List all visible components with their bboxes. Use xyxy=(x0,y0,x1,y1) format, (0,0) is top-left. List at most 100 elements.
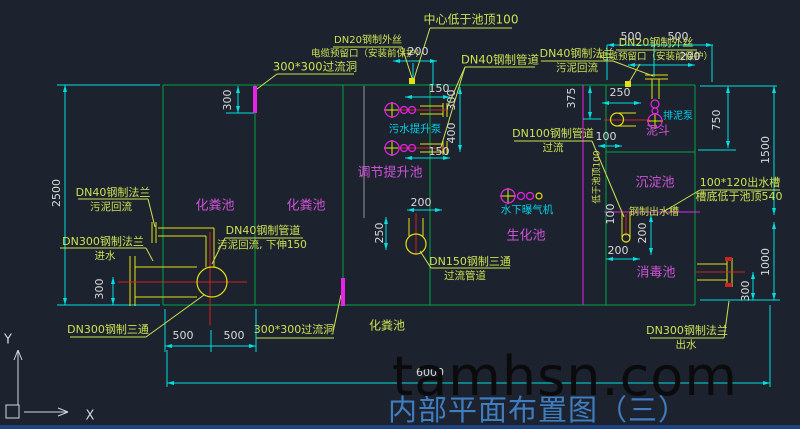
leader-outlet-trough xyxy=(662,189,701,213)
note-slot-bottom: 300*300过流洞 xyxy=(254,322,335,336)
dim-500-bottom-a: 500 xyxy=(173,329,194,342)
dim-300-pump: 300 xyxy=(445,90,458,111)
note-below-top-vertical: 低于池顶100 xyxy=(591,150,603,203)
sludge-valve-a xyxy=(650,99,660,109)
window-status-strip xyxy=(0,425,800,429)
dim-arrowhead xyxy=(63,85,67,92)
dim-400-pump: 400 xyxy=(445,123,458,144)
leader-dn300-inlet xyxy=(145,247,154,262)
dim-1000: 1000 xyxy=(759,248,772,276)
label-biochemical: 生化池 xyxy=(506,229,545,244)
sewage-pump-1-valve-b xyxy=(407,105,417,115)
note-dn150-2: 过流管道 xyxy=(444,269,486,282)
dim-750: 750 xyxy=(710,110,723,131)
dim-arrowhead xyxy=(706,43,713,47)
dim-arrowhead xyxy=(111,277,115,284)
watermark: tamhsn.com xyxy=(392,345,738,408)
dim-arrowhead xyxy=(772,293,776,300)
note-cable-left: 电缆预留口（安装前保护） xyxy=(311,48,425,60)
note-dn100-2: 过流 xyxy=(543,141,564,154)
note-dn40-flange-left-2: 污泥回流 xyxy=(90,200,132,213)
note-dn20-left: DN20钢制外丝 xyxy=(334,33,402,46)
sewage-pump-2 xyxy=(384,140,400,156)
ucs-x-arrow-b xyxy=(57,411,69,417)
outlet-flange-tip-top xyxy=(725,257,732,261)
leader-dn20-left xyxy=(401,46,414,82)
note-outlet-trough-2: 槽底低于池顶540 xyxy=(696,189,783,203)
leader-slot-bottom xyxy=(332,294,342,333)
note-dn40-pipe: DN40钢制管道 xyxy=(461,53,540,67)
note-slot-top: 300*300过流洞 xyxy=(273,60,357,74)
dim-arrowhead xyxy=(236,106,240,113)
leader-dn300-tee xyxy=(145,294,205,338)
label-sludge-pump: 排泥泵 xyxy=(663,109,693,122)
dim-arrowhead xyxy=(458,145,462,152)
dim-arrowhead xyxy=(606,257,613,261)
ucs-x-label: X xyxy=(86,409,95,424)
overflow-slot-top xyxy=(253,86,257,113)
dim-arrowhead xyxy=(649,215,653,222)
dim-500-top-a: 500 xyxy=(621,30,642,43)
drawing-title: 内部平面布置图（三） xyxy=(388,393,689,427)
dim-arrowhead xyxy=(443,95,450,99)
dim-100-trough: 100 xyxy=(604,204,617,225)
aerator-valve-c xyxy=(535,192,543,200)
note-dn20-right: DN20钢制外丝 xyxy=(619,36,694,49)
dim-arrowhead xyxy=(63,298,67,305)
label-septic-1: 化粪池 xyxy=(195,199,234,214)
dim-150-a: 150 xyxy=(429,82,450,95)
cable-point-left xyxy=(409,78,415,84)
label-mud-hopper: 泥斗 xyxy=(646,124,670,138)
dim-arrowhead xyxy=(751,272,755,279)
dim-200-topleft: 200 xyxy=(408,45,429,58)
label-septic-bottom: 化粪池 xyxy=(369,319,405,333)
note-dn300-out-2: 出水 xyxy=(676,338,697,351)
dim-arrowhead xyxy=(763,381,770,385)
dim-300-outlet: 300 xyxy=(739,281,752,302)
dim-arrowhead xyxy=(236,86,240,93)
dim-arrowhead xyxy=(405,156,412,160)
leader-dn40-flange-right xyxy=(612,60,654,77)
note-outlet-trough-1: 100*120出水槽 xyxy=(700,175,781,189)
aerator-valve-b xyxy=(525,191,535,201)
dim-1500: 1500 xyxy=(759,136,772,164)
dn150-tee-circle xyxy=(405,233,427,255)
dim-arrowhead xyxy=(167,381,174,385)
leader-dn40-pipe-b xyxy=(440,66,466,148)
dim-300-slot: 300 xyxy=(221,90,234,111)
dim-300-bottomleft: 300 xyxy=(93,279,106,300)
dim-arrowhead xyxy=(633,257,640,261)
ucs-origin-box xyxy=(5,404,20,419)
leader-slot-top xyxy=(256,73,278,90)
leader-dn20-right xyxy=(627,63,641,85)
dim-250-adj: 250 xyxy=(373,223,386,244)
sludge-valve-b xyxy=(651,107,659,115)
note-dn40-flange-right-1: DN40钢制法兰 xyxy=(540,46,615,60)
overflow-slot-bottom xyxy=(341,278,345,306)
dim-arrowhead xyxy=(598,144,605,148)
leader-dn40-pipe-a xyxy=(446,66,466,109)
note-dn300-inlet-1: DN300钢制法兰 xyxy=(62,234,144,248)
dim-arrowhead xyxy=(405,95,412,99)
leader-dn150 xyxy=(419,250,432,269)
dim-arrowhead xyxy=(726,86,730,93)
dim-arrowhead xyxy=(726,141,730,148)
note-dn40-down-1: DN40钢制管道 xyxy=(226,223,301,237)
upipe-cap xyxy=(621,233,631,243)
dim-200-disinfect-h: 200 xyxy=(608,244,629,257)
hopper-pipe-cap xyxy=(609,112,625,127)
dim-200-disinfect-v: 200 xyxy=(636,223,649,244)
label-disinfect: 消毒池 xyxy=(636,266,675,281)
dn300-tee-circle xyxy=(196,266,228,298)
label-sediment: 沉淀池 xyxy=(635,176,674,191)
dim-arrowhead xyxy=(384,243,388,250)
cable-point-right xyxy=(625,81,631,87)
dim-arrowhead xyxy=(111,298,115,305)
dim-arrowhead xyxy=(772,222,776,229)
dim-arrowhead xyxy=(602,101,609,105)
dim-arrowhead xyxy=(688,63,695,67)
note-steel-trough: 钢制出水槽 xyxy=(629,205,679,218)
leader-dn300-out xyxy=(723,300,730,339)
